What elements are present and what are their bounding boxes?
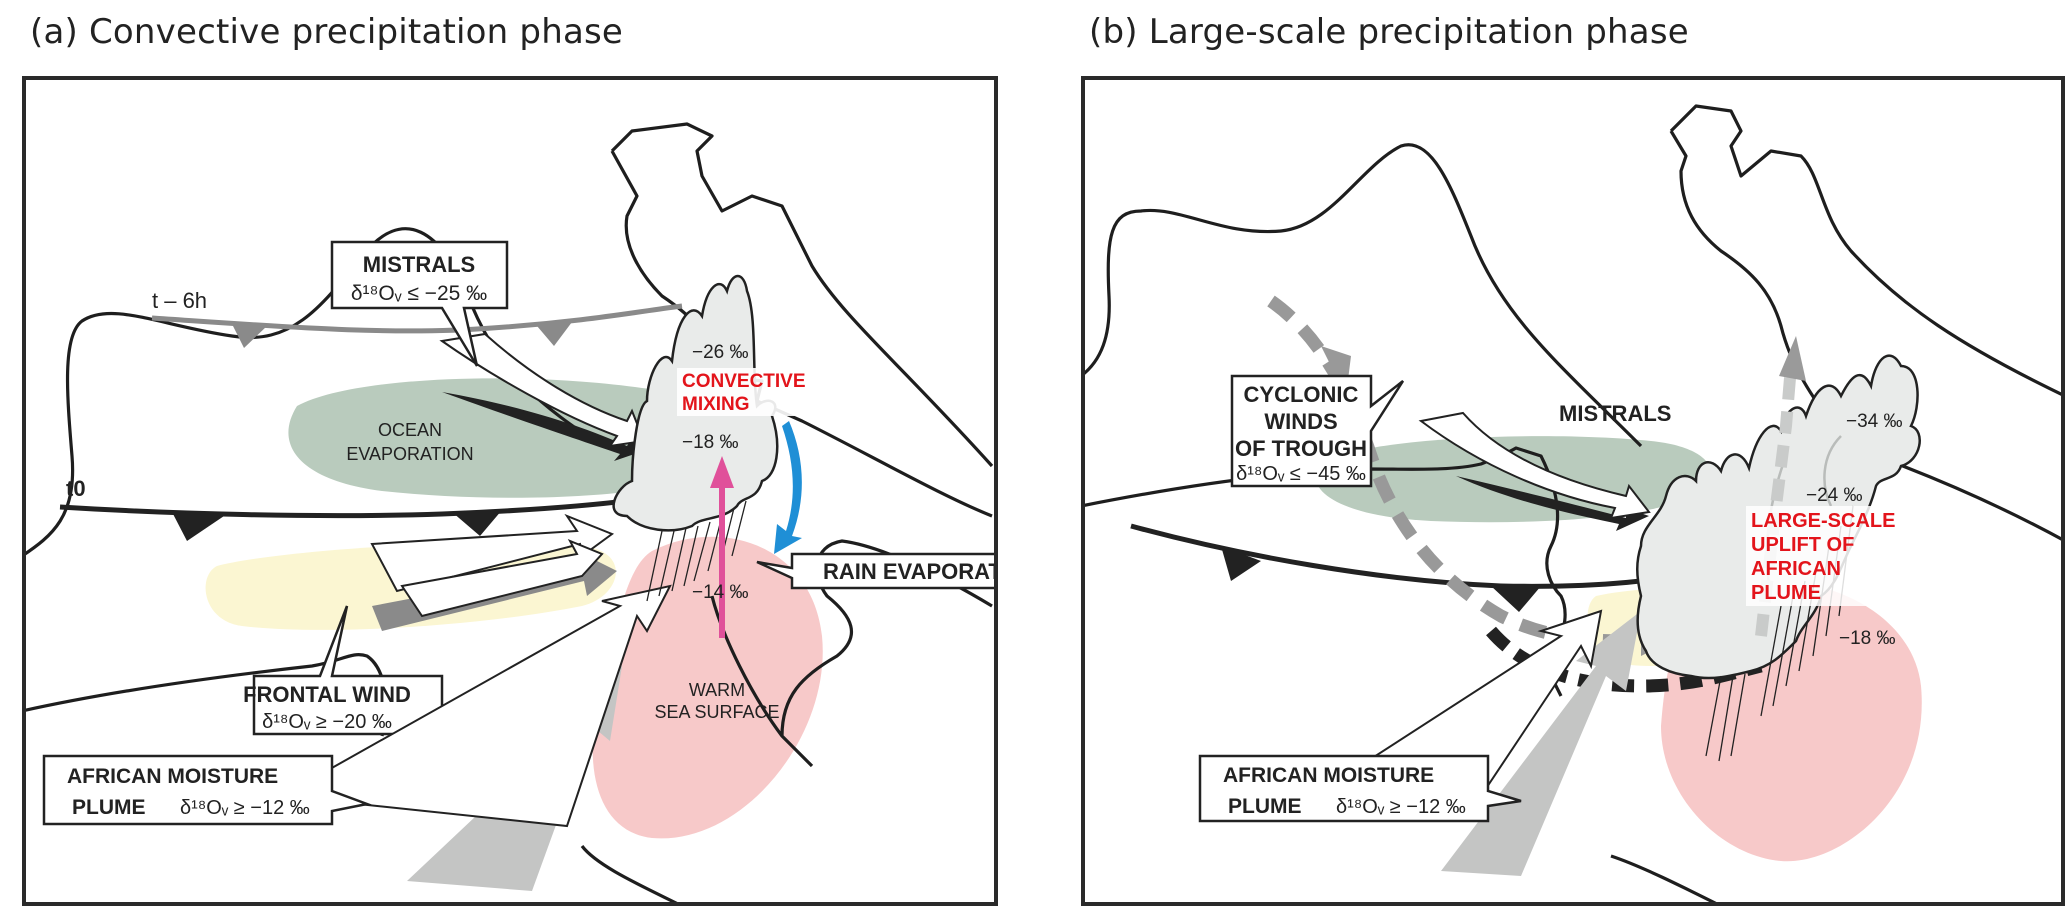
uplift-label: PLUME	[1751, 582, 1821, 604]
uplift-label: LARGE-SCALE	[1751, 510, 1895, 532]
african-plume-white-arrow	[278, 584, 672, 828]
frontal-wind-white-arrow-2	[400, 539, 604, 618]
mistrals-label: MISTRALS	[1559, 401, 1671, 426]
african-plume-callout: AFRICAN MOISTURE PLUME δ¹⁸Oᵥ ≥ −12 ‰	[42, 754, 372, 826]
uplift-grey-arrow	[1755, 365, 1797, 637]
rain-value: −18 ‰	[1839, 628, 1896, 649]
warm-sea-label: WARM	[689, 680, 745, 700]
svg-text:OF TROUGH: OF TROUGH	[1235, 436, 1367, 461]
ocean-evaporation-area	[288, 378, 730, 498]
svg-text:PLUME: PLUME	[72, 796, 146, 819]
panel-b-large-scale: CYCLONIC WINDS OF TROUGH δ¹⁸Oᵥ ≤ −45 ‰ M…	[1081, 76, 2065, 906]
convective-mixing-label: CONVECTIVE	[682, 371, 806, 392]
panel-a-frame	[22, 76, 998, 906]
mistral-dark-arrow	[442, 392, 652, 461]
front-current-barb	[1221, 546, 1261, 581]
rain-evaporation-callout: RAIN EVAPORATION	[756, 552, 998, 590]
svg-text:δ¹⁸Oᵥ ≥ −20 ‰: δ¹⁸Oᵥ ≥ −20 ‰	[262, 711, 392, 733]
mistrals-callout: MISTRALS δ¹⁸Oᵥ ≤ −25 ‰	[330, 240, 509, 367]
cloud-top-value: −34 ‰	[1846, 411, 1903, 432]
frontal-wind-callout: FRONTAL WIND δ¹⁸Oᵥ ≥ −20 ‰	[243, 605, 444, 736]
front-current-barb	[172, 512, 227, 541]
cyclonic-winds-callout: CYCLONIC WINDS OF TROUGH δ¹⁸Oᵥ ≤ −45 ‰	[1230, 374, 1405, 488]
front-previous-barb	[232, 324, 267, 348]
ocean-evaporation-label: OCEAN	[378, 420, 442, 440]
front-previous-label: t – 6h	[152, 288, 207, 313]
ocean-evaporation-label: EVAPORATION	[346, 444, 473, 464]
downdraft-blue-arrow	[774, 421, 802, 554]
updraft-pink-arrow	[710, 456, 734, 638]
uplift-grey-arrowhead	[1779, 336, 1806, 381]
mistral-white-arrow	[439, 332, 646, 448]
panel-b-frame	[1081, 76, 2065, 906]
uplift-label-bg	[1746, 506, 1891, 606]
front-previous-barb	[537, 322, 572, 346]
svg-text:δ¹⁸Oᵥ ≥ −12 ‰: δ¹⁸Oᵥ ≥ −12 ‰	[1336, 796, 1466, 818]
svg-text:δ¹⁸Oᵥ ≤ −45 ‰: δ¹⁸Oᵥ ≤ −45 ‰	[1236, 463, 1366, 485]
cloud-mid-value: −18 ‰	[682, 432, 739, 453]
svg-text:FRONTAL WIND: FRONTAL WIND	[243, 682, 411, 707]
warm-sea-label: SEA SURFACE	[654, 702, 779, 722]
svg-text:PLUME: PLUME	[1228, 795, 1302, 818]
coastline-north	[1081, 143, 1643, 448]
panel-a-title: (a) Convective precipitation phase	[30, 12, 624, 52]
svg-text:AFRICAN MOISTURE: AFRICAN MOISTURE	[1223, 764, 1434, 787]
panel-b-title: (b) Large-scale precipitation phase	[1089, 12, 1689, 52]
coastline-peninsula	[1669, 104, 2065, 398]
svg-text:δ¹⁸Oᵥ ≤ −25 ‰: δ¹⁸Oᵥ ≤ −25 ‰	[351, 282, 487, 305]
african-plume-grey-arrow	[407, 666, 622, 891]
panel-a-convective: t – 6h t0 MISTRALS δ¹⁸Oᵥ ≤ −25 ‰ OCEAN E…	[22, 76, 998, 906]
coastline-east	[721, 374, 993, 518]
african-plume-callout: AFRICAN MOISTURE PLUME δ¹⁸Oᵥ ≥ −12 ‰	[1198, 754, 1522, 823]
svg-text:WINDS: WINDS	[1264, 409, 1337, 434]
front-current-barb	[452, 510, 502, 536]
svg-text:AFRICAN MOISTURE: AFRICAN MOISTURE	[67, 765, 278, 788]
uplift-label: UPLIFT OF	[1751, 534, 1854, 556]
convective-mixing-bg	[677, 368, 837, 416]
front-previous	[151, 303, 683, 334]
mistral-white-arrow	[1418, 411, 1651, 520]
svg-text:δ¹⁸Oᵥ ≥ −12 ‰: δ¹⁸Oᵥ ≥ −12 ‰	[180, 797, 310, 819]
cloud-top-value: −26 ‰	[692, 342, 749, 363]
cloud-mid-value: −24 ‰	[1806, 485, 1863, 506]
front-current	[59, 493, 663, 519]
svg-text:MISTRALS: MISTRALS	[363, 252, 475, 277]
rain-value: −14 ‰	[692, 582, 749, 603]
coastline-peninsula	[610, 122, 994, 468]
svg-text:CYCLONIC: CYCLONIC	[1244, 382, 1359, 407]
front-current-barb	[1491, 586, 1541, 612]
svg-text:RAIN EVAPORATION: RAIN EVAPORATION	[823, 559, 998, 584]
coastline-south-bottom	[1610, 854, 1722, 906]
convective-mixing-label: MIXING	[682, 394, 750, 415]
coastline-peninsula-inner	[1669, 130, 1843, 437]
uplift-label: AFRICAN	[1751, 558, 1841, 580]
mistral-dark-arrow	[1456, 476, 1649, 531]
front-current-label: t0	[66, 476, 86, 501]
african-plume-white-arrow	[1325, 609, 1603, 798]
coastline-south-bottom	[580, 845, 683, 906]
african-plume-grey-arrow	[1441, 611, 1641, 876]
